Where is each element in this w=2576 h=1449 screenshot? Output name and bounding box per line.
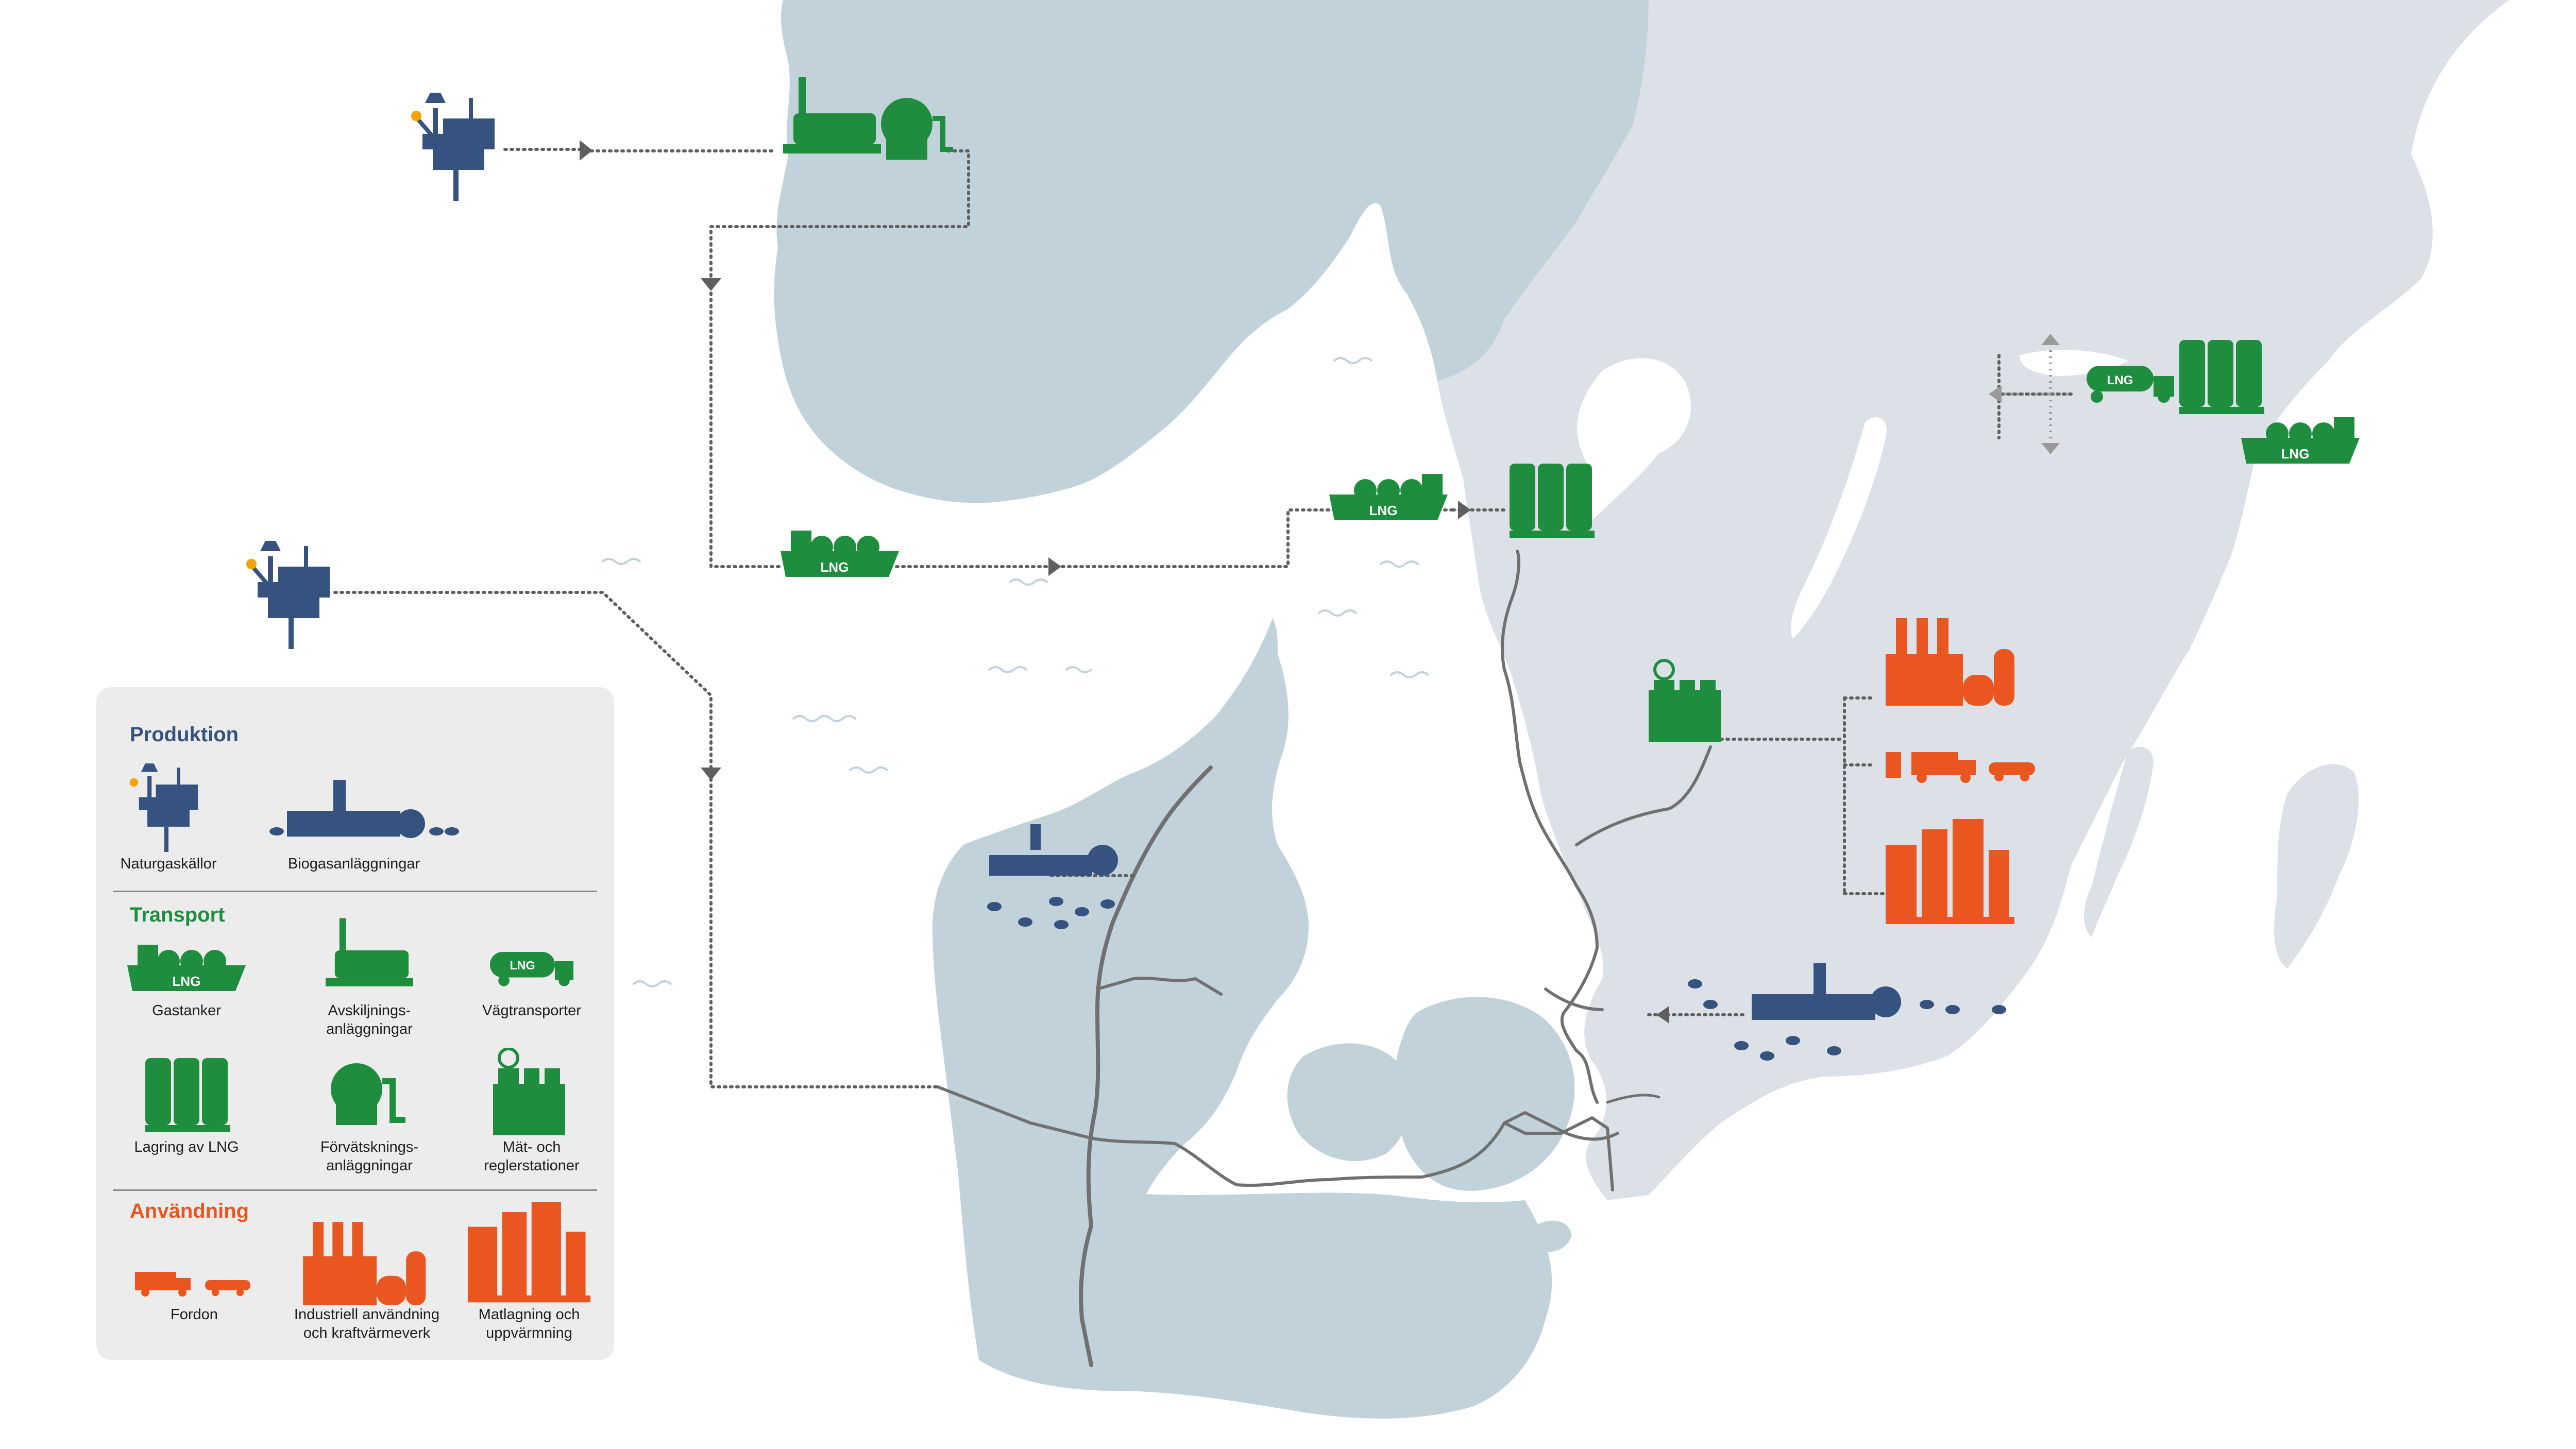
biogas-plant-icon (269, 780, 459, 838)
gas-tanker-icon: LNG (127, 945, 246, 991)
biogas-plant-icon (989, 824, 1118, 876)
legend-divider (113, 891, 597, 892)
arrow-down-icon (2041, 443, 2060, 454)
liquefaction-plant-icon (331, 1063, 405, 1125)
buildings-icon (1886, 819, 2014, 924)
arrow-down-icon (701, 768, 721, 780)
lng-badge: LNG (2107, 373, 2133, 387)
separation-plant-icon (783, 77, 881, 154)
gas-tanker-icon: LNG (1329, 474, 1448, 520)
arrow-up-icon (2041, 334, 2060, 345)
legend-heading-usage: Användning (130, 1200, 249, 1222)
legend-label-industrial: Industriell användning och kraftvärmever… (294, 1306, 440, 1341)
stockholm-routes (2004, 350, 2071, 443)
legend-label-lng-storage: Lagring av LNG (134, 1139, 239, 1155)
legend-label-liquefaction: Förvätsknings- anläggningar (320, 1139, 419, 1174)
denmark-land (933, 618, 1575, 1419)
lng-badge: LNG (510, 959, 535, 972)
lng-storage-icon (145, 1058, 230, 1132)
arrow-right-icon (1048, 557, 1061, 576)
arrow-left-icon (1656, 1006, 1669, 1024)
sea-waves (602, 357, 1429, 987)
arrow-right-icon (1458, 501, 1471, 519)
sweden-land (1437, 0, 2509, 1200)
legend-label-road-transport: Vägtransporter (482, 1002, 581, 1019)
gas-tanker-icon: LNG (2241, 417, 2360, 464)
legend-label-separation: Avskiljnings- anläggningar (326, 1002, 413, 1037)
metering-station-icon (493, 1048, 565, 1135)
vehicles-icon (135, 1272, 250, 1297)
offshore-platform-icon (129, 763, 198, 852)
norway-land (774, 0, 1649, 503)
liquefaction-plant-icon (881, 98, 953, 160)
legend-label-gas-tanker: Gastanker (152, 1002, 221, 1019)
legend-panel: Produktion Naturgaskällor Biogasanläggni… (96, 687, 614, 1360)
biogas-plant-icon (1752, 963, 1901, 1020)
separation-plant-icon (326, 918, 413, 986)
gas-pipelines (936, 550, 1712, 1367)
lng-badge: LNG (173, 974, 201, 989)
legend-label-biogas: Biogasanläggningar (287, 856, 420, 872)
arrow-left-icon (1989, 385, 2002, 403)
lng-storage-icon (2179, 340, 2264, 414)
industrial-plant-icon (303, 1222, 426, 1305)
legend-label-natural-gas: Naturgaskällor (120, 856, 217, 872)
legend-label-vehicles: Fordon (171, 1306, 218, 1323)
lng-badge: LNG (821, 559, 849, 575)
arrow-right-icon (580, 140, 592, 161)
lng-storage-icon (1510, 464, 1595, 538)
buildings-icon (467, 1202, 591, 1303)
route-arrows (580, 140, 2060, 1024)
livestock-icons (987, 897, 2006, 1061)
legend-heading-transport: Transport (130, 904, 225, 926)
industrial-plant-icon (1886, 618, 2014, 706)
arrow-down-icon (701, 278, 721, 291)
lng-badge: LNG (2281, 446, 2310, 462)
legend-divider (113, 1189, 597, 1191)
legend-label-metering: Mät- och reglerstationer (484, 1139, 580, 1174)
lng-badge: LNG (1369, 503, 1398, 518)
offshore-platform-icon (246, 541, 330, 649)
legend-heading-production: Produktion (130, 723, 239, 746)
road-transport-icon: LNG (2087, 366, 2174, 403)
offshore-platform-icon (411, 93, 495, 201)
gas-tanker-icon: LNG (781, 531, 899, 577)
legend-label-buildings: Matlagning och uppvärmning (478, 1306, 580, 1341)
vehicles-icon (1886, 752, 2035, 783)
metering-station-icon (1649, 659, 1721, 742)
road-transport-icon: LNG (490, 952, 573, 986)
